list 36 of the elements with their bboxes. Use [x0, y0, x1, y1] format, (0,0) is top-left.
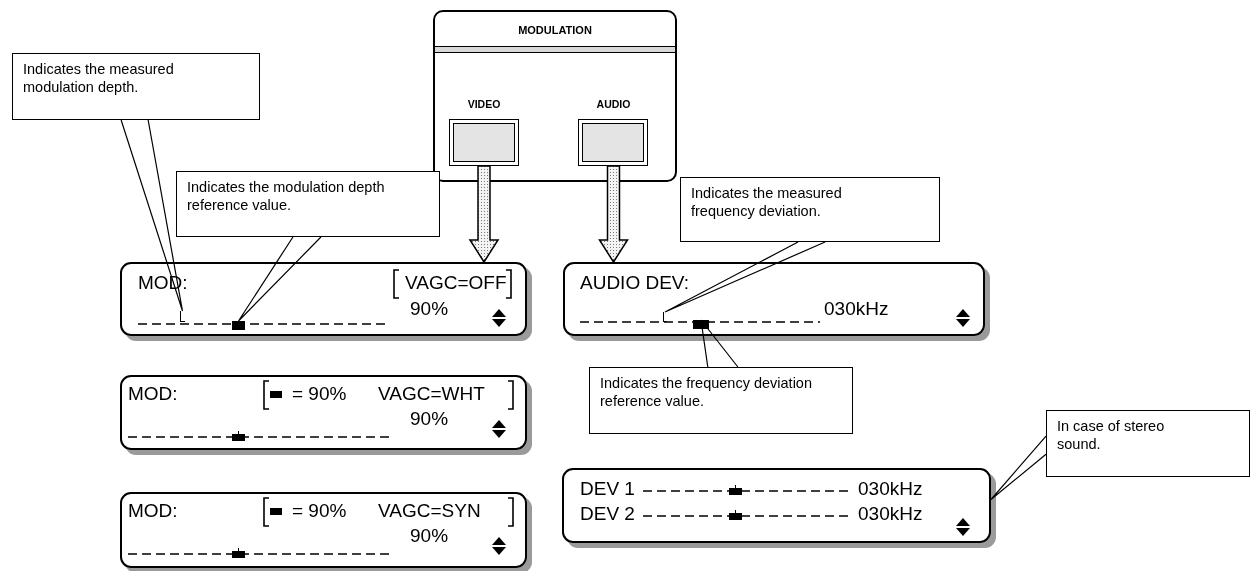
display-text: AUDIO DEV:	[580, 272, 690, 294]
callout-pointer	[664, 241, 826, 313]
display-text: VAGC=WHT	[378, 383, 485, 405]
callout-box: Indicates the modulation depth reference value.	[176, 171, 440, 237]
callout-pointer	[990, 435, 1047, 501]
callout-box: Indicates the frequency deviation reference value.	[589, 367, 853, 434]
display-text: 030kHz	[858, 503, 923, 525]
level-tick	[180, 311, 185, 322]
display-text: DEV 1	[580, 478, 635, 500]
hollow-arrow	[468, 165, 500, 264]
reference-marker	[232, 321, 245, 330]
display-text: VAGC=OFF	[405, 272, 507, 294]
display-text: DEV 2	[580, 503, 635, 525]
button-label: AUDIO	[595, 98, 632, 110]
callout-box: Indicates the measured modulation depth.	[12, 53, 260, 120]
display-text: 90%	[410, 298, 449, 320]
display-text: 90%	[410, 525, 449, 547]
display-text: 030kHz	[824, 298, 889, 320]
display-text: 90%	[410, 408, 449, 430]
display-text: = 90%	[292, 383, 347, 405]
display-text: 030kHz	[858, 478, 923, 500]
reference-marker	[693, 320, 709, 329]
callout-box: In case of stereo sound.	[1046, 410, 1250, 477]
level-tick	[663, 312, 667, 322]
display-text: MOD:	[128, 383, 178, 405]
callout-pointer	[237, 236, 322, 322]
callout-box: Indicates the measured frequency deviation.	[680, 177, 940, 242]
display-text: = 90%	[292, 500, 347, 522]
callout-pointer	[120, 119, 184, 312]
hollow-arrow	[598, 165, 629, 264]
control-panel	[433, 10, 677, 182]
display-text: VAGC=SYN	[378, 500, 481, 522]
panel-title: MODULATION	[517, 24, 593, 37]
display-text: MOD:	[128, 500, 178, 522]
callout-pointer	[700, 319, 739, 368]
button-label: VIDEO	[466, 98, 502, 110]
